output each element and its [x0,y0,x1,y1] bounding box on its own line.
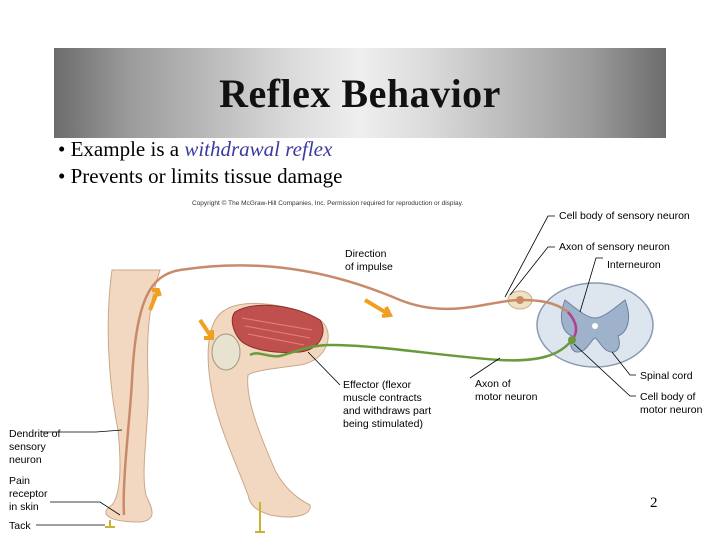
motor-cell-body [568,336,576,344]
impulse-arrow-up [148,288,162,311]
title-bar: Reflex Behavior [54,48,666,138]
bullet-text: • Prevents or limits tissue damage [58,164,343,188]
label-pain-receptor: Pain receptor in skin [9,475,48,513]
page-number: 2 [650,495,658,511]
impulse-arrow-bent [198,318,214,340]
standing-leg [105,269,161,523]
motor-neuron-path [249,339,573,362]
knee-joint [211,333,241,371]
label-effector: Effector (flexor muscle contracts and wi… [343,379,432,430]
copyright-notice: Copyright © The McGraw-Hill Companies, I… [192,200,464,207]
bullet-text: • Example is a [58,137,185,161]
bullet-emphasis: withdrawal reflex [184,137,333,161]
label-spinal-cord: Spinal cord [640,370,693,382]
impulse-arrow-right [363,298,394,318]
bullet-item: • Example is a withdrawal reflex [58,136,342,163]
sensory-cell-body [516,296,524,304]
flexor-muscle [231,304,324,353]
label-cell-body-motor: Cell body of motor neuron [640,391,703,416]
label-cell-body-sensory: Cell body of sensory neuron [559,210,690,222]
muscle-fibers [241,317,313,346]
central-canal [592,323,598,329]
sensory-neuron-path [122,264,569,516]
bullet-item: • Prevents or limits tissue damage [58,163,342,190]
leader-lines [36,215,636,526]
slide-title: Reflex Behavior [219,71,501,116]
bullet-list: • Example is a withdrawal reflex • Preve… [58,136,342,190]
label-axon-sensory: Axon of sensory neuron [559,241,670,253]
tack-icon [105,520,115,528]
label-direction-impulse: Direction of impulse [345,248,393,273]
label-tack: Tack [9,520,31,532]
tack-icon [255,502,265,533]
label-dendrite-sensory: Dendrite of sensory neuron [9,428,61,466]
label-axon-motor: Axon of motor neuron [475,378,538,403]
label-interneuron: Interneuron [607,259,661,271]
